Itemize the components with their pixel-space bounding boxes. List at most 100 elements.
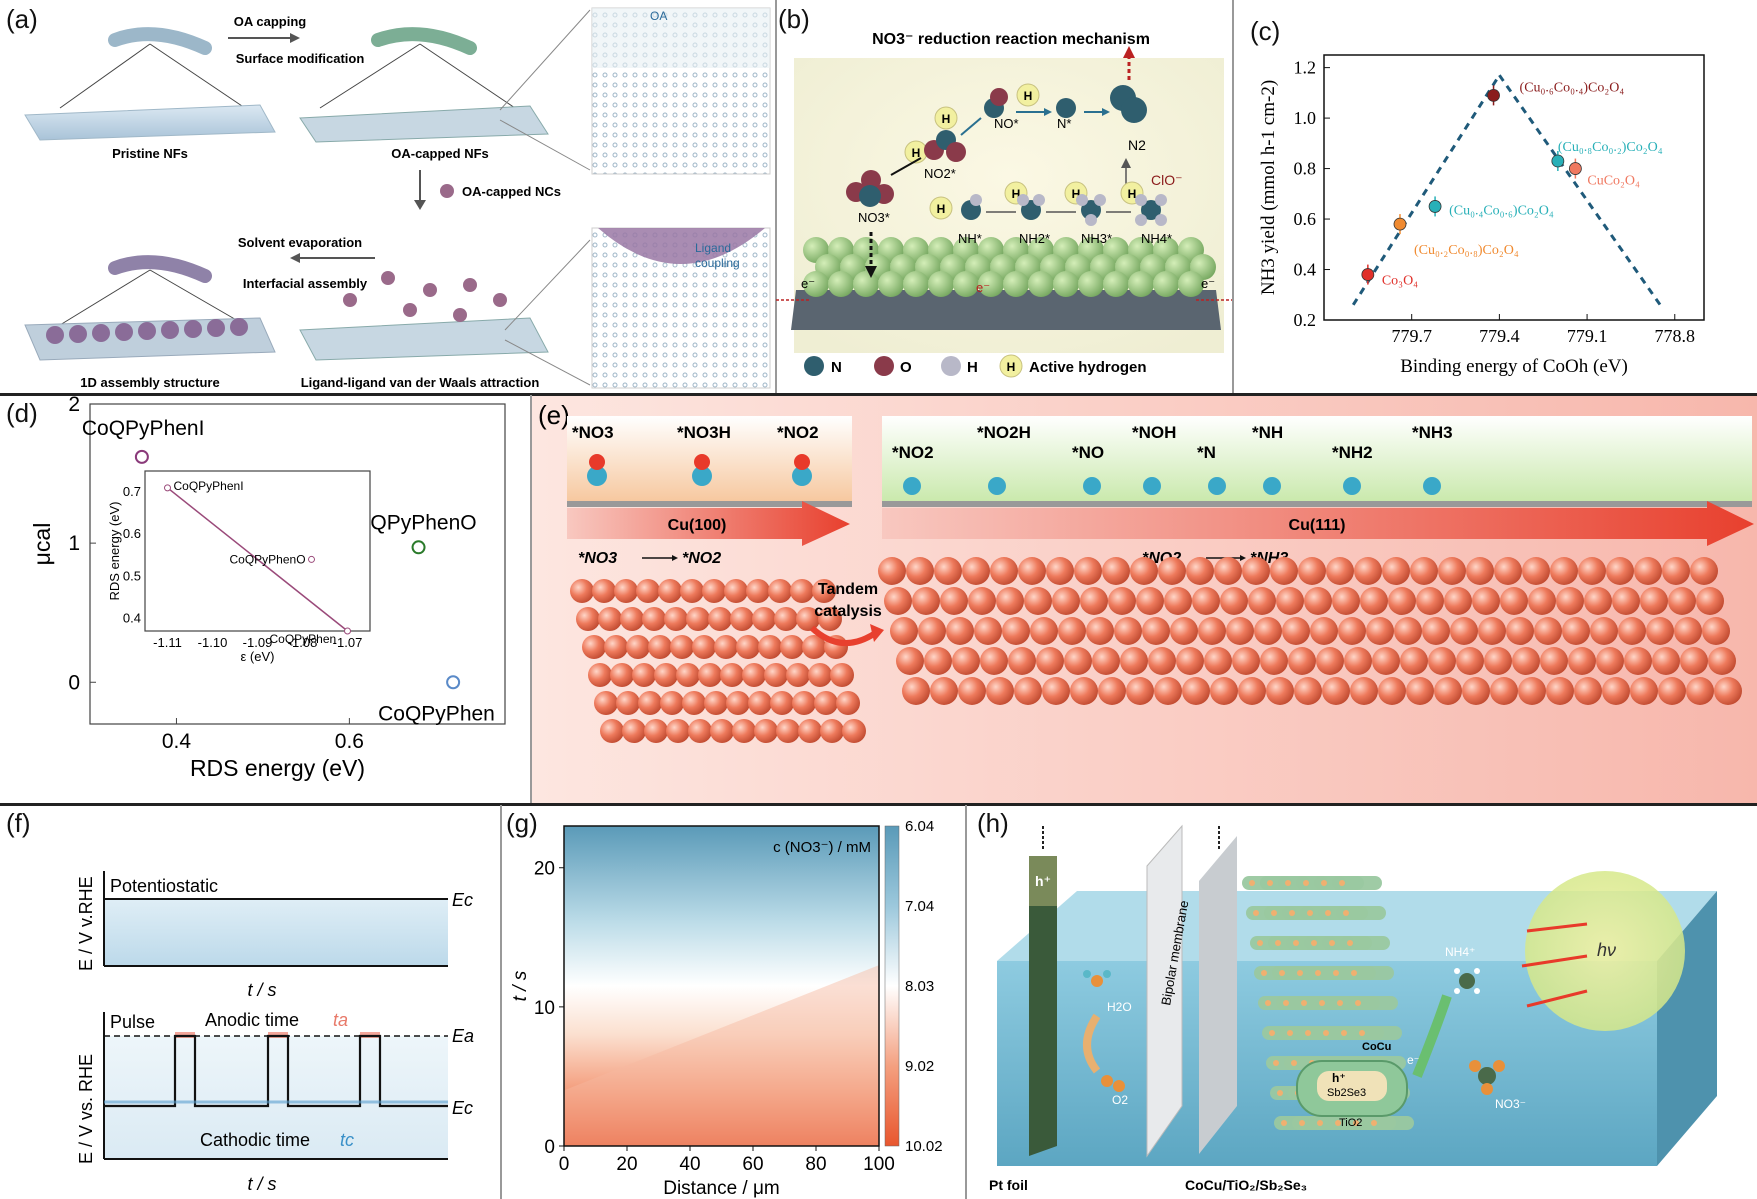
y-tick-label: 10 (534, 998, 555, 1019)
intermediate-label: *NH2 (1332, 443, 1373, 462)
no2-label: NO2* (924, 166, 956, 181)
no3-label: NO3* (858, 210, 890, 225)
row-divider-1 (0, 393, 1757, 396)
o2-label: O2 (1112, 1093, 1128, 1107)
x-tick-label: 778.8 (1655, 326, 1696, 346)
panel-c-label: (c) (1250, 16, 1281, 46)
light-rays (1521, 922, 1588, 1008)
x-tick-label: 779.1 (1567, 326, 1608, 346)
data-point-label: CuCo₂O₄ (1587, 174, 1640, 189)
ta-label: ta (333, 1010, 348, 1030)
inset-y-tick-label: 0.4 (123, 610, 141, 625)
x-tick-label: 100 (863, 1154, 895, 1175)
inset-point-label: CoQPyPhen (270, 632, 337, 646)
ligand-tag: Ligand (695, 241, 731, 255)
no3-molecule (846, 170, 894, 207)
no-label: NO* (994, 116, 1019, 131)
data-point (134, 449, 149, 464)
oa-capped-ncs-label: OA-capped NCs (462, 184, 561, 199)
o2-molecule (1101, 1075, 1125, 1092)
potentiostatic-fill (104, 899, 448, 966)
nh-molecule (961, 194, 982, 220)
pristine-fiber (108, 27, 212, 55)
nh-label: NH* (958, 231, 982, 246)
interfacial-label: Interfacial assembly (243, 276, 368, 291)
inset-point-label: CoQPyPhenO (230, 552, 306, 566)
y-tick-label: 1.2 (1294, 58, 1317, 78)
tandem-arrow (809, 625, 879, 647)
rxn-left-reactant: *NO3 (578, 550, 617, 567)
ylabel-top: E / V v.RHE (76, 876, 96, 971)
chart-c-frame (1323, 54, 1705, 321)
cu111-arrow (882, 501, 1754, 546)
electron-mid-label: e⁻ (976, 280, 990, 295)
inset-x-tick-label: -1.08 (288, 635, 318, 650)
colorbar-tick-label: 9.02 (905, 1058, 934, 1075)
panel-h-label: (h) (977, 808, 1009, 838)
hplus-zoom: h⁺ (1332, 1071, 1346, 1085)
panel-b-label: (b) (778, 4, 810, 34)
legend-n-swatch (804, 356, 824, 376)
tio2-label: TiO2 (1339, 1117, 1362, 1129)
chart-g-frame (563, 825, 880, 1147)
cu100-label: Cu(100) (668, 517, 727, 534)
y-tick-label: 0.8 (1294, 159, 1317, 179)
legend-active-swatch (999, 354, 1023, 378)
cu100-intermediates: *NO3*NO3H*NO2 (572, 423, 819, 486)
pristine-sheet (24, 104, 276, 141)
oa-tag: OA (650, 9, 667, 23)
h-badge-7: H (1128, 187, 1137, 201)
tandem-label: Tandem (818, 581, 878, 598)
inset-point (344, 627, 351, 635)
h-badge-2: H (942, 112, 951, 126)
vdw-sheet (299, 317, 549, 361)
no2-molecule (924, 130, 966, 162)
panel-a-label: (a) (6, 4, 38, 34)
clo-label: ClO⁻ (1151, 172, 1183, 188)
x-tick-label: 80 (805, 1154, 826, 1175)
pt-foil-label: Pt foil (989, 1177, 1028, 1193)
t-label-bottom: t / s (247, 1174, 276, 1194)
anodic-label: Anodic time (205, 1010, 299, 1030)
n2-molecule (1110, 85, 1147, 123)
oa-capped-sheet (299, 105, 549, 143)
falling-ncs (343, 271, 507, 322)
inset-point (164, 484, 171, 492)
tandem-catalysis-scheme: (e) *NO3*NO3H*NO2 *NO2*NO2H*NO*NOH*N*NH*… (532, 396, 1757, 803)
h-badge-5: H (1012, 187, 1021, 201)
data-point-label: CoQPyPhenO (344, 511, 477, 534)
ec-top-label: Ec (452, 890, 473, 910)
data-point-label: CoQPyPhenI (82, 417, 205, 440)
data-point (411, 540, 426, 555)
inset-point (308, 555, 315, 563)
electron-out-label: e⁻ (1201, 276, 1215, 291)
divider-g-h (965, 805, 967, 1199)
panel-e: (e) *NO3*NO3H*NO2 *NO2*NO2H*NO*NOH*N*NH*… (532, 396, 1757, 803)
chart-g-ylabel: t / s (510, 970, 531, 1001)
nh3-label: NH3* (1081, 231, 1112, 246)
h-badge-1: H (912, 146, 921, 160)
heatmap-field (564, 826, 879, 1146)
inset-ylabel: RDS energy (eV) (107, 502, 122, 601)
panel-e-label: (e) (538, 400, 570, 430)
panel-d-label: (d) (6, 398, 38, 428)
potentiostatic-label: Potentiostatic (110, 876, 218, 896)
ea-label: Ea (452, 1026, 474, 1046)
divider-f-g (500, 805, 502, 1199)
h-badge-6: H (1072, 187, 1081, 201)
electrode-label: CoCu/TiO₂/Sb₂Se₃ (1185, 1177, 1307, 1193)
y-tick-label: 1.0 (1294, 108, 1317, 128)
h-badge-3: H (1024, 89, 1033, 103)
pt-foil-electrode (1029, 856, 1057, 1156)
intermediate-label: *NO2H (977, 423, 1031, 442)
no-molecule (984, 88, 1008, 118)
data-point (1551, 154, 1565, 168)
nc-icon (440, 184, 454, 198)
nh4-label: NH4* (1141, 231, 1172, 246)
no3rr-mechanism: NO3⁻ reduction reaction mechanism NO3* H… (776, 31, 1232, 378)
data-point (1487, 88, 1500, 102)
data-point (1361, 268, 1375, 281)
chart-d-xlabel: RDS energy (eV) (190, 755, 365, 781)
